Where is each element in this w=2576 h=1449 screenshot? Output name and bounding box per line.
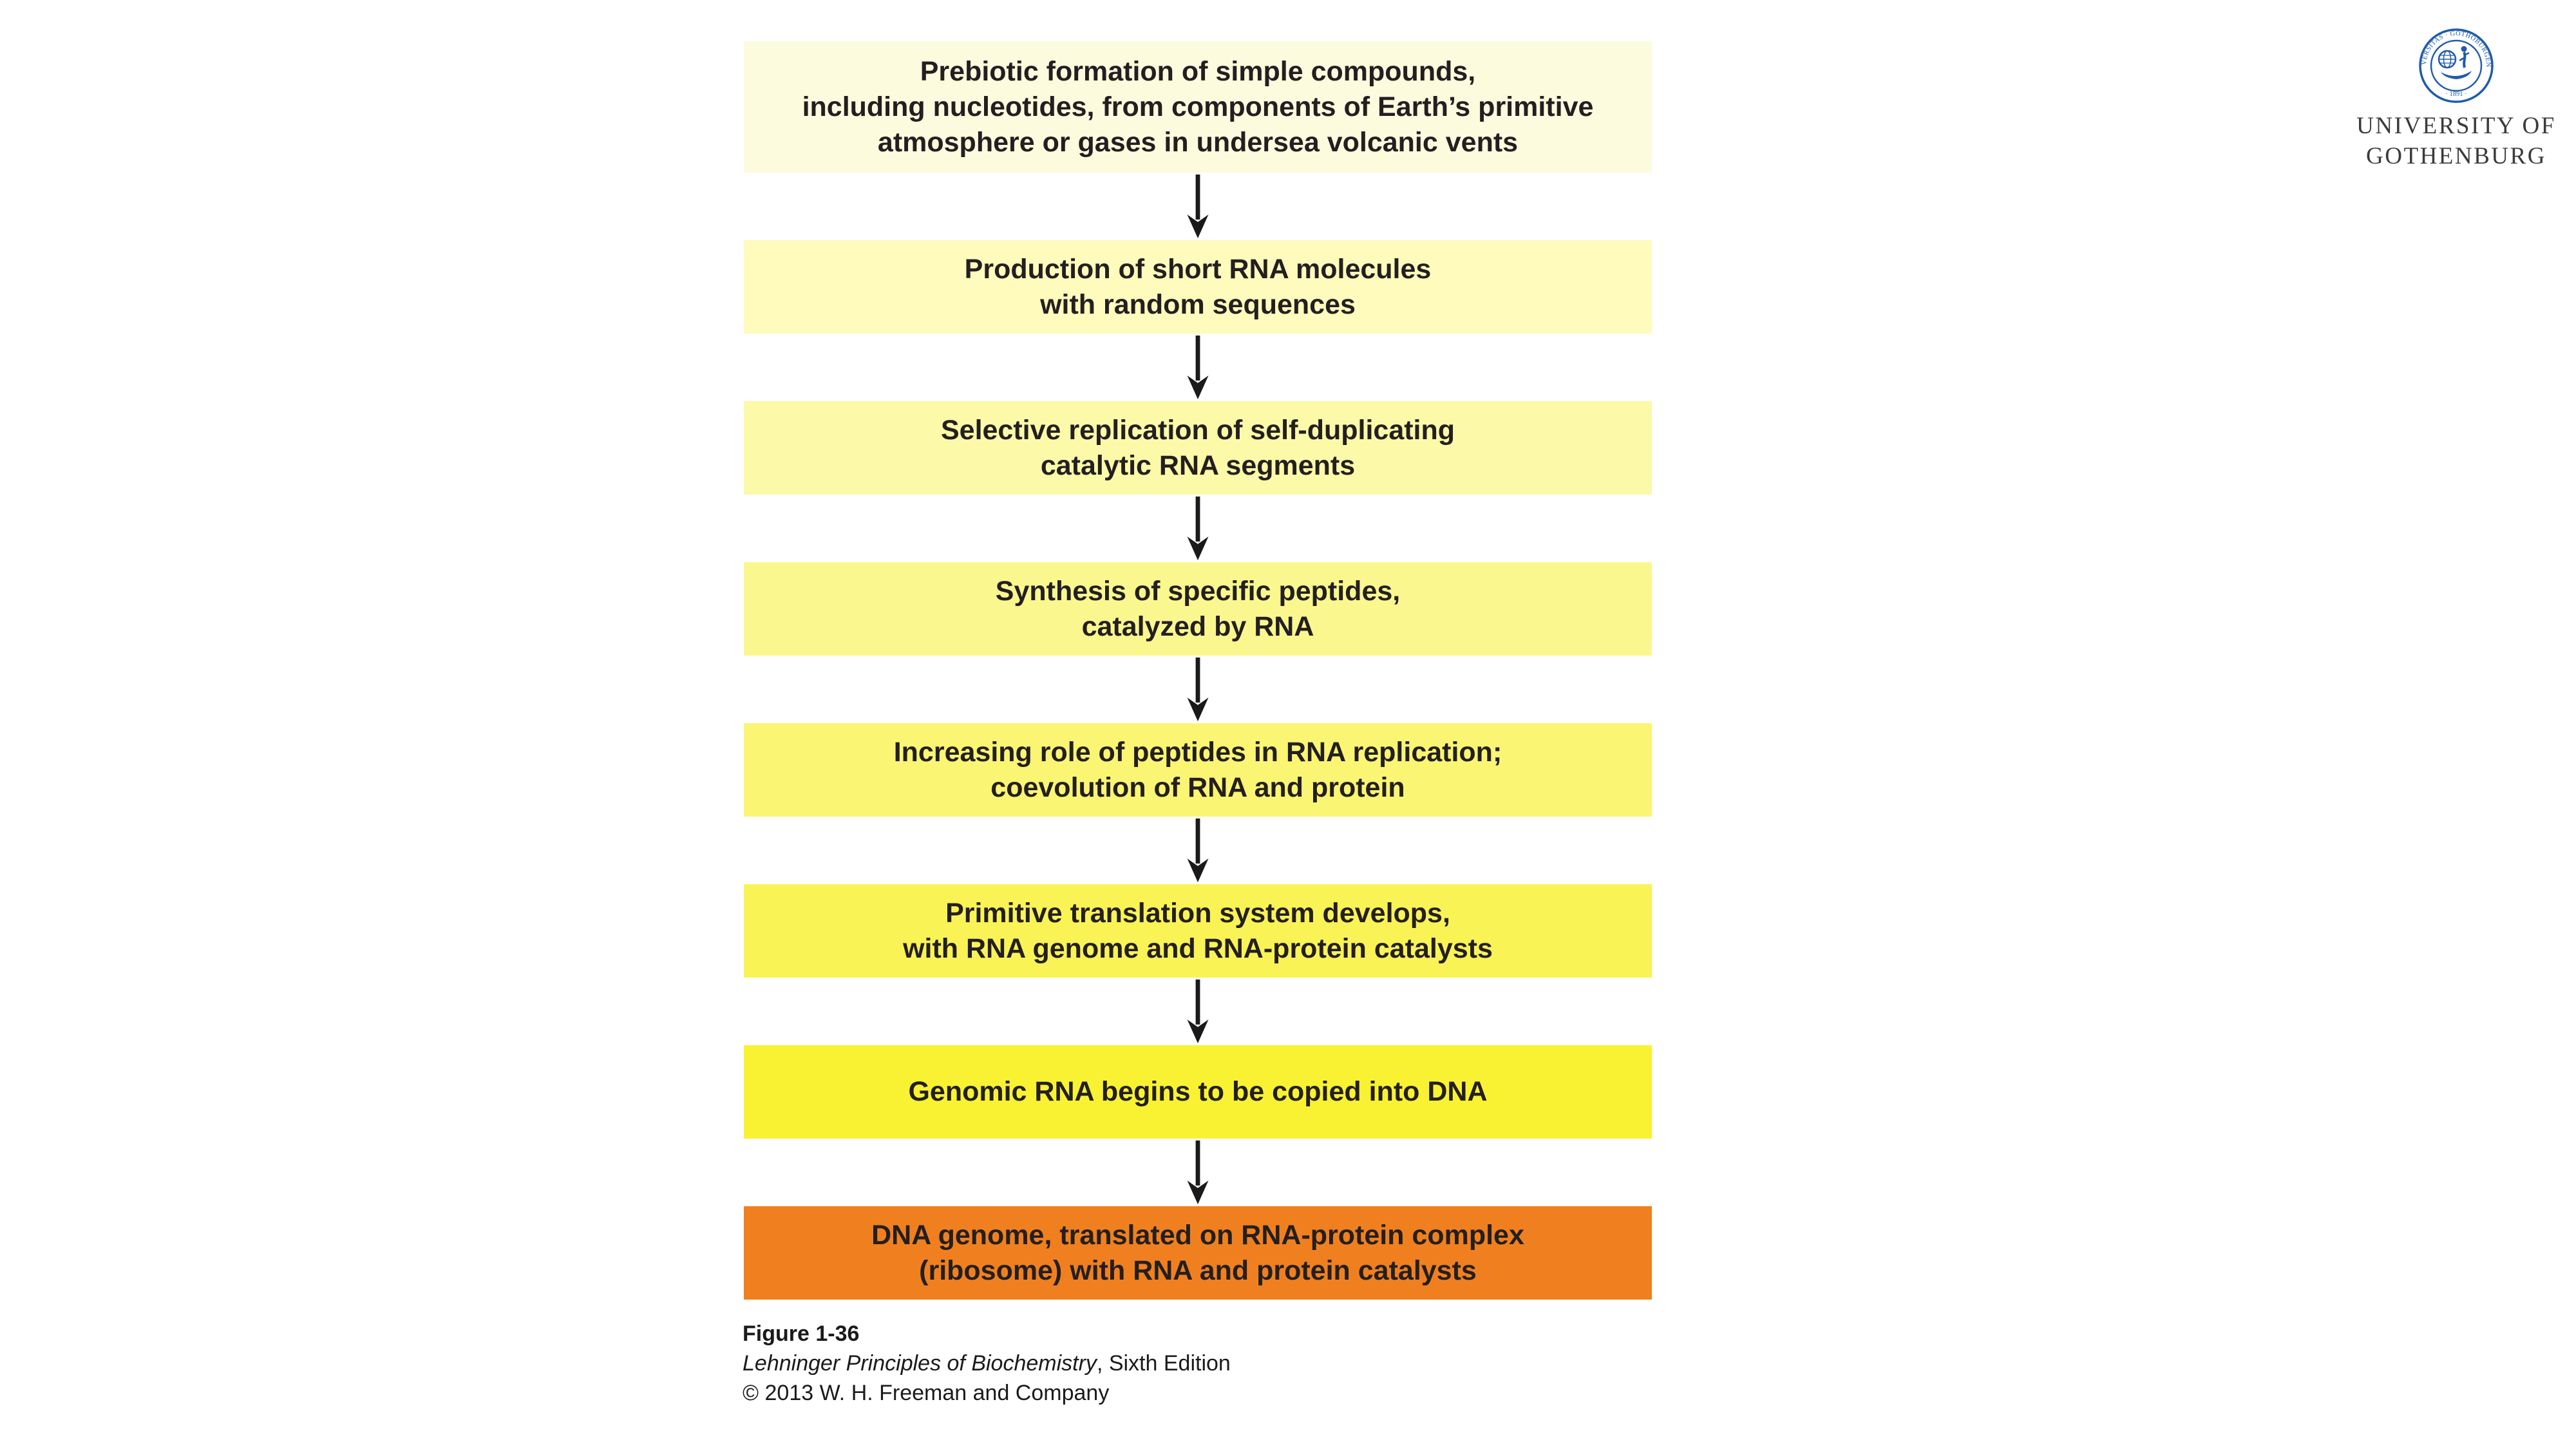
down-arrow-icon: [744, 656, 1652, 723]
down-arrow-icon: [744, 173, 1652, 240]
flow-step-1: Prebiotic formation of simple compounds,…: [744, 41, 1652, 173]
flow-step-7: Genomic RNA begins to be copied into DNA: [744, 1045, 1652, 1139]
university-logo: UNIVERSITAS · GOTHOBURGENSIS · 1891 · UN…: [2343, 27, 2570, 171]
book-title: Lehninger Principles of Biochemistry, Si…: [743, 1349, 1231, 1378]
university-seal-icon: UNIVERSITAS · GOTHOBURGENSIS · 1891 ·: [2418, 27, 2494, 103]
university-name: UNIVERSITY OF GOTHENBURG: [2343, 111, 2570, 171]
copyright-line: © 2013 W. H. Freeman and Company: [743, 1381, 1110, 1405]
flow-step-8: DNA genome, translated on RNA-protein co…: [744, 1206, 1652, 1300]
university-name-line1: UNIVERSITY OF: [2356, 113, 2556, 139]
flow-step-3: Selective replication of self-duplicatin…: [744, 401, 1652, 495]
down-arrow-icon: [744, 978, 1652, 1045]
book-title-edition: , Sixth Edition: [1096, 1351, 1231, 1376]
svg-text:· 1891 ·: · 1891 ·: [2445, 91, 2467, 98]
university-name-line2: GOTHENBURG: [2366, 143, 2546, 169]
figure-caption: Figure 1-36 Lehninger Principles of Bioc…: [743, 1319, 1231, 1408]
flow-step-4: Synthesis of specific peptides, catalyze…: [744, 562, 1652, 656]
figure-label: Figure 1-36: [743, 1321, 860, 1346]
flow-step-2: Production of short RNA molecules with r…: [744, 240, 1652, 334]
flow-step-5: Increasing role of peptides in RNA repli…: [744, 723, 1652, 817]
down-arrow-icon: [744, 334, 1652, 401]
flow-step-6: Primitive translation system develops, w…: [744, 884, 1652, 978]
down-arrow-icon: [744, 495, 1652, 562]
down-arrow-icon: [744, 817, 1652, 884]
book-title-italic: Lehninger Principles of Biochemistry: [743, 1351, 1097, 1376]
down-arrow-icon: [744, 1139, 1652, 1206]
flowchart: Prebiotic formation of simple compounds,…: [744, 41, 1652, 1300]
